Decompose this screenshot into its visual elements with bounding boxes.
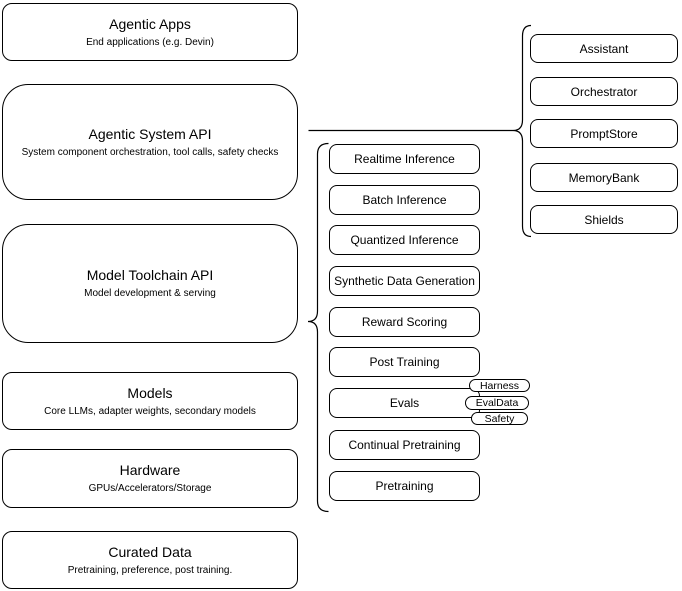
node-quantized-inference: Quantized Inference <box>329 225 480 255</box>
system-brace <box>512 24 532 238</box>
node-curated-data: Curated Data Pretraining, preference, po… <box>2 531 298 589</box>
node-pretraining: Pretraining <box>329 471 480 501</box>
node-evals: Evals <box>329 388 480 418</box>
node-title: Agentic Apps <box>109 15 191 32</box>
toolchain-brace <box>307 142 329 513</box>
node-title: Hardware <box>119 462 181 478</box>
node-subtitle: End applications (e.g. Devin) <box>86 36 214 48</box>
node-assistant: Assistant <box>530 34 678 63</box>
node-subtitle: Pretraining, preference, post training. <box>67 564 233 576</box>
node-title: Agentic System API <box>88 125 212 142</box>
node-promptstore: PromptStore <box>530 119 678 148</box>
eval-tag-evaldata: EvalData <box>465 396 529 410</box>
node-title: Models <box>127 384 173 401</box>
node-models: Models Core LLMs, adapter weights, secon… <box>2 372 298 430</box>
node-agentic-apps: Agentic Apps End applications (e.g. Devi… <box>2 3 298 61</box>
node-synthetic-data-generation: Synthetic Data Generation <box>329 266 480 296</box>
node-memorybank: MemoryBank <box>530 163 678 192</box>
node-realtime-inference: Realtime Inference <box>329 144 480 174</box>
eval-tag-safety: Safety <box>471 412 528 425</box>
node-subtitle: GPUs/Accelerators/Storage <box>88 483 212 494</box>
node-agentic-system-api: Agentic System API System component orch… <box>2 84 298 200</box>
node-continual-pretraining: Continual Pretraining <box>329 430 480 460</box>
node-subtitle: Core LLMs, adapter weights, secondary mo… <box>44 405 256 417</box>
node-title: Curated Data <box>108 543 192 560</box>
node-hardware: Hardware GPUs/Accelerators/Storage <box>2 449 298 508</box>
node-title: Model Toolchain API <box>86 267 214 283</box>
eval-tag-harness: Harness <box>469 379 530 392</box>
node-post-training: Post Training <box>329 347 480 377</box>
node-reward-scoring: Reward Scoring <box>329 307 480 337</box>
node-shields: Shields <box>530 205 678 234</box>
node-model-toolchain-api: Model Toolchain API Model development & … <box>2 224 298 343</box>
node-batch-inference: Batch Inference <box>329 185 480 215</box>
node-subtitle: Model development & serving <box>84 288 216 299</box>
node-orchestrator: Orchestrator <box>530 77 678 106</box>
node-subtitle: System component orchestration, tool cal… <box>21 146 279 158</box>
